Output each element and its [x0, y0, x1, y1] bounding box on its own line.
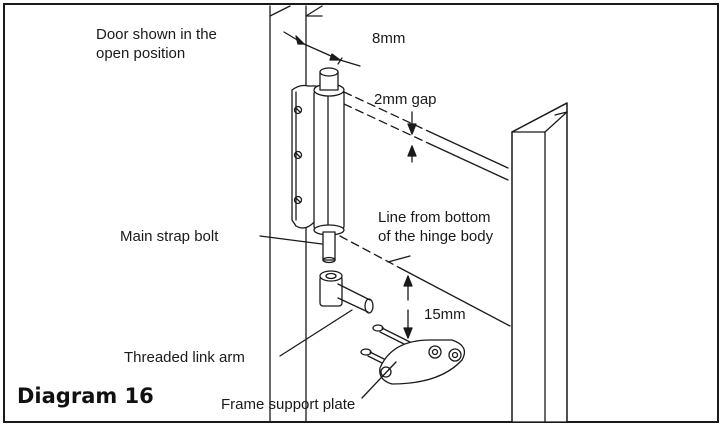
hinge-strap-plate: [291, 84, 317, 229]
hinge-body: [313, 67, 345, 236]
threaded-link-arm-label: Threaded link arm: [124, 349, 245, 366]
dim-15mm-label: 15mm: [424, 306, 466, 323]
line-note-line1: Line from bottom: [378, 209, 491, 226]
gap-2mm-label: 2mm gap: [374, 91, 437, 108]
threaded-link-arm: [319, 270, 374, 314]
leader-lines: [259, 235, 411, 399]
dim-2mm-gap-lines: [343, 91, 509, 181]
dim-8mm-lines: [283, 31, 361, 67]
main-strap-bolt-label: Main strap bolt: [120, 228, 219, 245]
dim-15mm-lines: [339, 235, 511, 339]
door-note-line2: open position: [96, 45, 186, 62]
frame-support-plate-label: Frame support plate: [221, 396, 356, 413]
frame-support-plate: [379, 339, 466, 385]
main-strap-bolt: [322, 231, 336, 264]
door-note-line1: Door shown in the: [96, 26, 217, 43]
cabinet-frame: [511, 102, 568, 423]
dim-8mm-label: 8mm: [372, 30, 406, 47]
line-note-line2: of the hinge body: [378, 228, 494, 245]
diagram-title: Diagram 16: [17, 384, 154, 408]
